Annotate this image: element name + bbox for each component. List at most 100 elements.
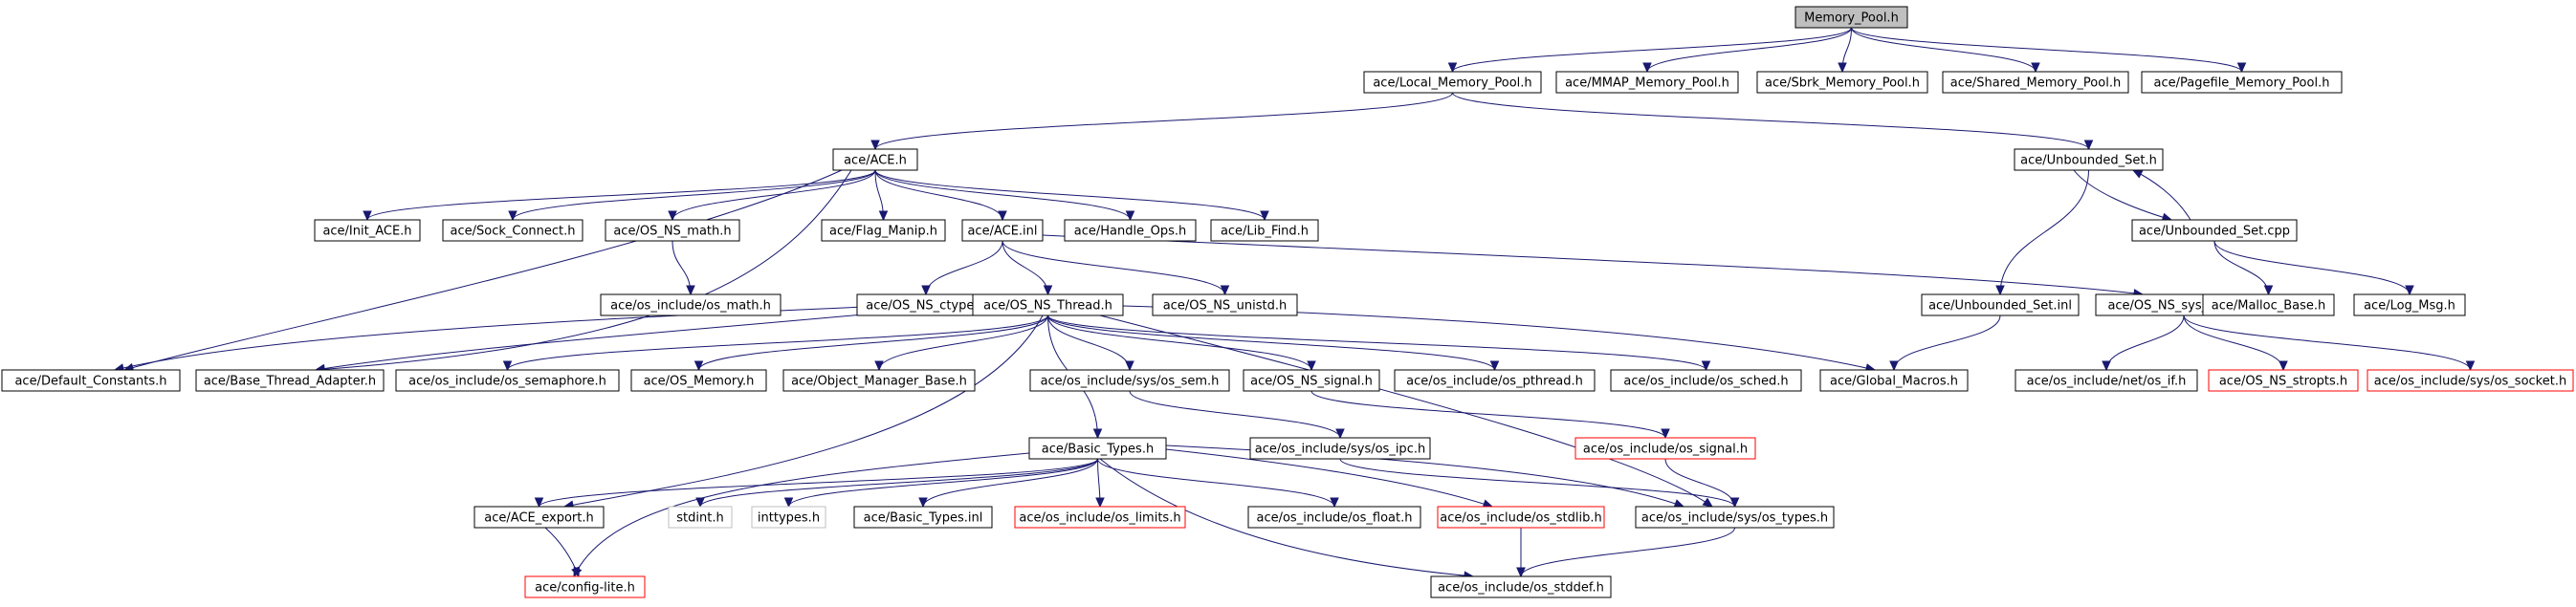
node-os-signal[interactable]: ace/os_include/os_signal.h (1574, 437, 1756, 460)
node-label: ace/OS_NS_math.h (613, 225, 731, 239)
edge-os-sys-ipc-to-os-sys-types (1339, 458, 1740, 509)
node-unbounded-set-h[interactable]: ace/Unbounded_Set.h (2014, 148, 2164, 171)
node-global-macros[interactable]: ace/Global_Macros.h (1819, 369, 1969, 392)
node-malloc-base[interactable]: ace/Malloc_Base.h (2202, 293, 2335, 316)
node-label: ace/Base_Thread_Adapter.h (204, 375, 376, 389)
node-os-ns-unistd[interactable]: ace/OS_NS_unistd.h (1152, 293, 1298, 316)
node-ace-h[interactable]: ace/ACE.h (832, 148, 918, 171)
node-inttypes[interactable]: inttypes.h (751, 506, 826, 529)
node-os-ns-signal[interactable]: ace/OS_NS_signal.h (1243, 369, 1380, 392)
node-label: ace/OS_NS_Thread.h (983, 299, 1112, 314)
node-os-limits[interactable]: ace/os_include/os_limits.h (1014, 506, 1186, 529)
edge-ace-h-to-os-ns-math (668, 169, 876, 222)
edge-ace-inl-to-os-ns-thread (1002, 240, 1053, 296)
edge-os-sys-sem-to-os-sys-ipc (1129, 390, 1345, 440)
node-flag-manip[interactable]: ace/Flag_Manip.h (821, 219, 946, 242)
node-memory-pool[interactable]: Memory_Pool.h (1794, 6, 1908, 29)
node-label: ace/Local_Memory_Pool.h (1373, 76, 1531, 91)
node-label: ace/ACE.inl (967, 225, 1037, 239)
edge-ace-h-to-handle-ops (874, 169, 1135, 222)
node-os-ns-ctype[interactable]: ace/OS_NS_ctype.h (856, 293, 996, 316)
node-label: ace/os_include/sys/os_types.h (1641, 511, 1828, 526)
node-handle-ops[interactable]: ace/Handle_Ops.h (1064, 219, 1197, 242)
node-label: ace/OS_Memory.h (644, 375, 755, 389)
node-object-manager-base[interactable]: ace/Object_Manager_Base.h (782, 369, 976, 392)
edge-os-ns-sys-socket-to-os-sys-socket (2183, 314, 2476, 372)
node-os-stdlib[interactable]: ace/os_include/os_stdlib.h (1437, 506, 1605, 529)
edge-os-sys-types-to-os-stddef (1516, 527, 1735, 578)
edge-ace-inl-to-os-ns-unistd (1002, 240, 1230, 296)
edge-os-ns-thread-to-os-sched (1047, 314, 1711, 372)
node-ace-inl[interactable]: ace/ACE.inl (961, 219, 1044, 242)
node-basic-types-inl[interactable]: ace/Basic_Types.inl (853, 506, 993, 529)
node-os-sys-types[interactable]: ace/os_include/sys/os_types.h (1635, 506, 1835, 529)
node-sbrk-memory-pool[interactable]: ace/Sbrk_Memory_Pool.h (1756, 71, 1928, 94)
node-label: ace/os_include/sys/os_ipc.h (1255, 443, 1425, 457)
node-ace-export[interactable]: ace/ACE_export.h (473, 506, 605, 529)
node-label: ace/os_include/os_stdlib.h (1440, 511, 1601, 526)
node-shared-memory-pool[interactable]: ace/Shared_Memory_Pool.h (1942, 71, 2129, 94)
node-label: ace/Unbounded_Set.inl (1928, 299, 2072, 314)
node-stdint[interactable]: stdint.h (668, 506, 733, 529)
edge-os-ns-thread-to-object-manager-base (874, 314, 1048, 372)
node-label: ace/ACE_export.h (484, 511, 593, 526)
edge-basic-types-h-to-basic-types-inl (918, 458, 1098, 509)
node-label: Memory_Pool.h (1804, 11, 1899, 26)
node-os-sys-ipc[interactable]: ace/os_include/sys/os_ipc.h (1249, 437, 1431, 460)
node-os-memory[interactable]: ace/OS_Memory.h (630, 369, 767, 392)
node-label: ace/os_include/os_signal.h (1583, 443, 1748, 457)
node-label: ace/os_include/net/os_if.h (2027, 375, 2187, 389)
node-os-stddef[interactable]: ace/os_include/os_stddef.h (1430, 575, 1612, 598)
edge-os-ns-thread-to-os-semaphore (502, 314, 1048, 372)
node-os-net-if[interactable]: ace/os_include/net/os_if.h (2015, 369, 2198, 392)
edge-basic-types-h-to-ace-export (534, 458, 1098, 509)
node-os-ns-math[interactable]: ace/OS_NS_math.h (605, 219, 740, 242)
node-pagefile-memory-pool[interactable]: ace/Pagefile_Memory_Pool.h (2141, 71, 2343, 94)
node-label: ace/Object_Manager_Base.h (791, 375, 967, 389)
file-nodes: Memory_Pool.h ace/Local_Memory_Pool.h ace/… (1, 6, 2574, 598)
node-os-float[interactable]: ace/os_include/os_float.h (1247, 506, 1421, 529)
edge-ace-h-to-lib-find (874, 169, 1269, 222)
node-label: inttypes.h (758, 511, 820, 526)
node-os-ns-stropts[interactable]: ace/OS_NS_stropts.h (2208, 369, 2359, 392)
node-os-semaphore[interactable]: ace/os_include/os_semaphore.h (395, 369, 620, 392)
edge-os-ns-thread-to-os-sys-types (1099, 314, 1714, 508)
node-base-thread-adapter[interactable]: ace/Base_Thread_Adapter.h (195, 369, 385, 392)
node-os-sys-socket[interactable]: ace/os_include/sys/os_socket.h (2367, 369, 2574, 392)
edge-unbounded-set-cpp-to-log-msg (2213, 240, 2414, 296)
node-label: ace/Flag_Manip.h (829, 225, 937, 239)
edge-unbounded-set-inl-to-global-macros (1889, 314, 2001, 372)
edge-os-signal-to-os-sys-types (1664, 458, 1740, 509)
node-label: ace/Basic_Types.h (1042, 443, 1154, 457)
node-os-sched[interactable]: ace/os_include/os_sched.h (1610, 369, 1802, 392)
node-os-sys-sem[interactable]: ace/os_include/sys/os_sem.h (1029, 369, 1230, 392)
edge-unbounded-set-h-to-unbounded-set-inl (1995, 169, 2089, 296)
node-os-ns-thread[interactable]: ace/OS_NS_Thread.h (972, 293, 1124, 316)
node-label: ace/os_include/os_semaphore.h (408, 375, 606, 389)
node-mmap-memory-pool[interactable]: ace/MMAP_Memory_Pool.h (1555, 71, 1739, 94)
node-unbounded-set-inl[interactable]: ace/Unbounded_Set.inl (1921, 293, 2080, 316)
node-label: ace/os_include/sys/os_sem.h (1041, 375, 1220, 389)
node-label: ace/os_include/os_limits.h (1019, 511, 1180, 526)
node-unbounded-set-cpp[interactable]: ace/Unbounded_Set.cpp (2131, 219, 2298, 242)
node-default-constants[interactable]: ace/Default_Constants.h (1, 369, 181, 392)
node-basic-types-h[interactable]: ace/Basic_Types.h (1028, 437, 1167, 460)
node-os-pthread[interactable]: ace/os_include/os_pthread.h (1394, 369, 1596, 392)
node-local-memory-pool[interactable]: ace/Local_Memory_Pool.h (1363, 71, 1542, 94)
edge-memory-pool-to-pagefile-memory-pool (1851, 27, 2247, 74)
node-sock-connect[interactable]: ace/Sock_Connect.h (442, 219, 583, 242)
node-os-math[interactable]: ace/os_include/os_math.h (600, 293, 782, 316)
node-label: ace/os_include/sys/os_socket.h (2374, 375, 2566, 389)
node-config-lite[interactable]: ace/config-lite.h (524, 575, 646, 598)
node-log-msg[interactable]: ace/Log_Msg.h (2353, 293, 2466, 316)
node-label: ace/MMAP_Memory_Pool.h (1565, 76, 1729, 91)
node-label: ace/config-lite.h (535, 581, 635, 596)
node-label: ace/os_include/os_stddef.h (1438, 581, 1604, 596)
edge-os-ns-sys-socket-to-os-net-if (2102, 314, 2185, 372)
node-label: ace/os_include/os_float.h (1256, 511, 1412, 526)
edge-os-ns-math-to-os-math (672, 240, 695, 296)
edge-ace-h-to-init-ace (363, 169, 876, 222)
node-init-ace[interactable]: ace/Init_ACE.h (314, 219, 421, 242)
node-lib-find[interactable]: ace/Lib_Find.h (1210, 219, 1319, 242)
